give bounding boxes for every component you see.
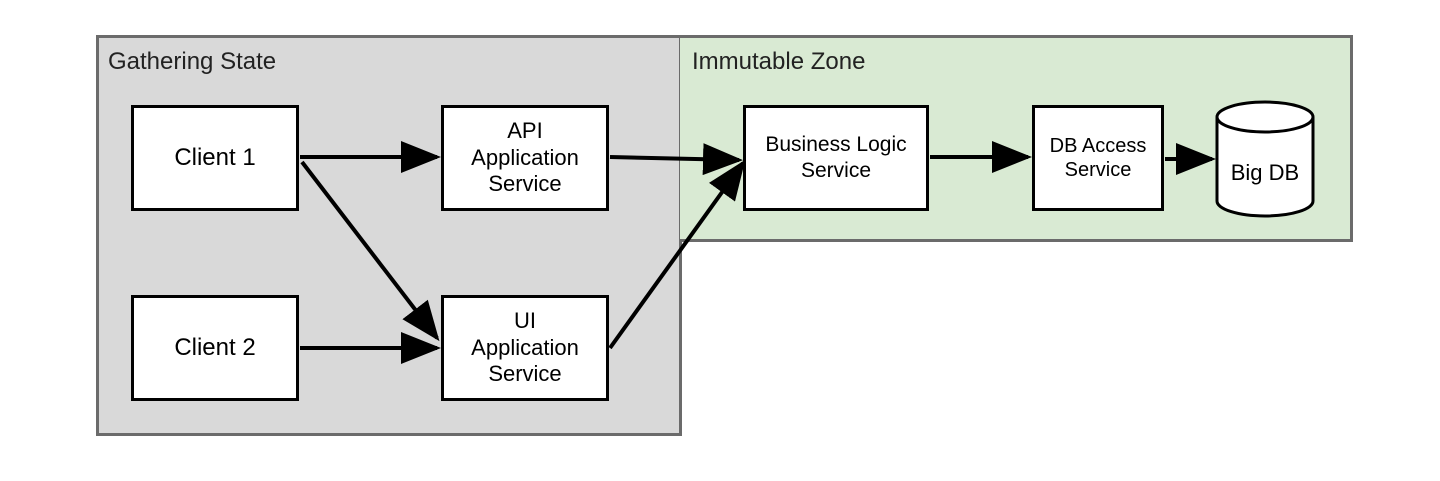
ui-application-service-label: UI Application Service — [471, 307, 579, 387]
big-db-node: Big DB — [1214, 102, 1316, 220]
edge-ui-to-business — [608, 159, 746, 350]
db-access-service-label: DB Access Service — [1049, 134, 1147, 181]
edge-api-to-business — [609, 143, 743, 176]
client-2-label: Client 2 — [174, 334, 256, 362]
api-application-service-label: API Application Service — [471, 117, 579, 197]
ui-application-service-node: UI Application Service — [441, 295, 609, 401]
business-logic-service-label: Business Logic Service — [765, 133, 907, 182]
gathering-state-label: Gathering State — [108, 48, 277, 75]
client-2-node: Client 2 — [131, 295, 299, 401]
database-cylinder-icon — [1215, 100, 1315, 218]
db-access-service-node: DB Access Service — [1032, 105, 1164, 211]
immutable-zone-label: Immutable Zone — [692, 48, 866, 75]
business-logic-service-node: Business Logic Service — [743, 105, 929, 211]
client-1-node: Client 1 — [131, 105, 299, 211]
client-1-label: Client 1 — [174, 144, 256, 172]
edge-client1-to-ui — [300, 160, 440, 342]
api-application-service-node: API Application Service — [441, 105, 609, 211]
big-db-label: Big DB — [1230, 160, 1300, 185]
